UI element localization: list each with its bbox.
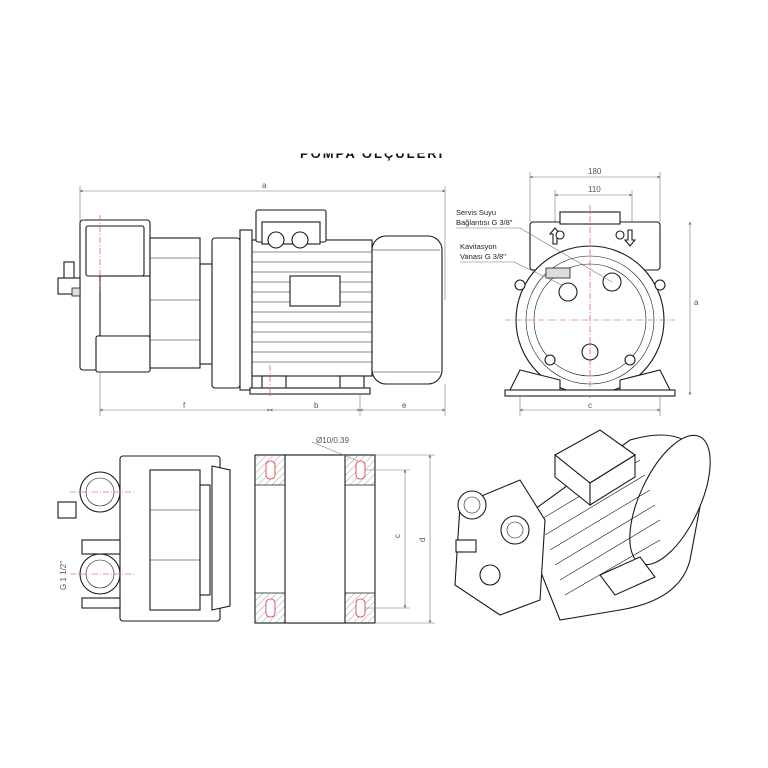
side-view: a (57, 181, 446, 416)
note-service-water-line1: Servis Suyu (456, 208, 496, 217)
dim-label-d: d (418, 538, 427, 542)
front-view: 180 110 a (456, 167, 699, 416)
dim-label-f: f (183, 401, 186, 410)
note-cavitation-line2: Vanası G 3/8" (460, 252, 506, 261)
note-cavitation-line1: Kavitasyon (460, 242, 497, 251)
dim-label-thread: G 1 1/2" (59, 561, 68, 590)
sheet-title: POMPA ÖLÇÜLERİ (300, 146, 445, 162)
dim-label-110: 110 (588, 185, 601, 194)
dim-label-e: e (402, 401, 407, 410)
dim-label-b: b (314, 401, 319, 410)
note-service-water-line2: Bağlantısı G 3/8" (456, 218, 513, 227)
base-plate-view: Ø10/0.39 c d (254, 436, 435, 624)
dim-label-180: 180 (588, 167, 602, 176)
dim-label-hole: Ø10/0.39 (316, 436, 349, 445)
dim-label-height: a (694, 298, 699, 307)
bottom-view: G 1 1/2" (57, 455, 231, 622)
dim-label-c-front: c (588, 401, 592, 410)
dim-label-c-plate: c (393, 534, 402, 538)
dim-label-overall: a (262, 181, 267, 190)
isometric-view (454, 429, 711, 621)
